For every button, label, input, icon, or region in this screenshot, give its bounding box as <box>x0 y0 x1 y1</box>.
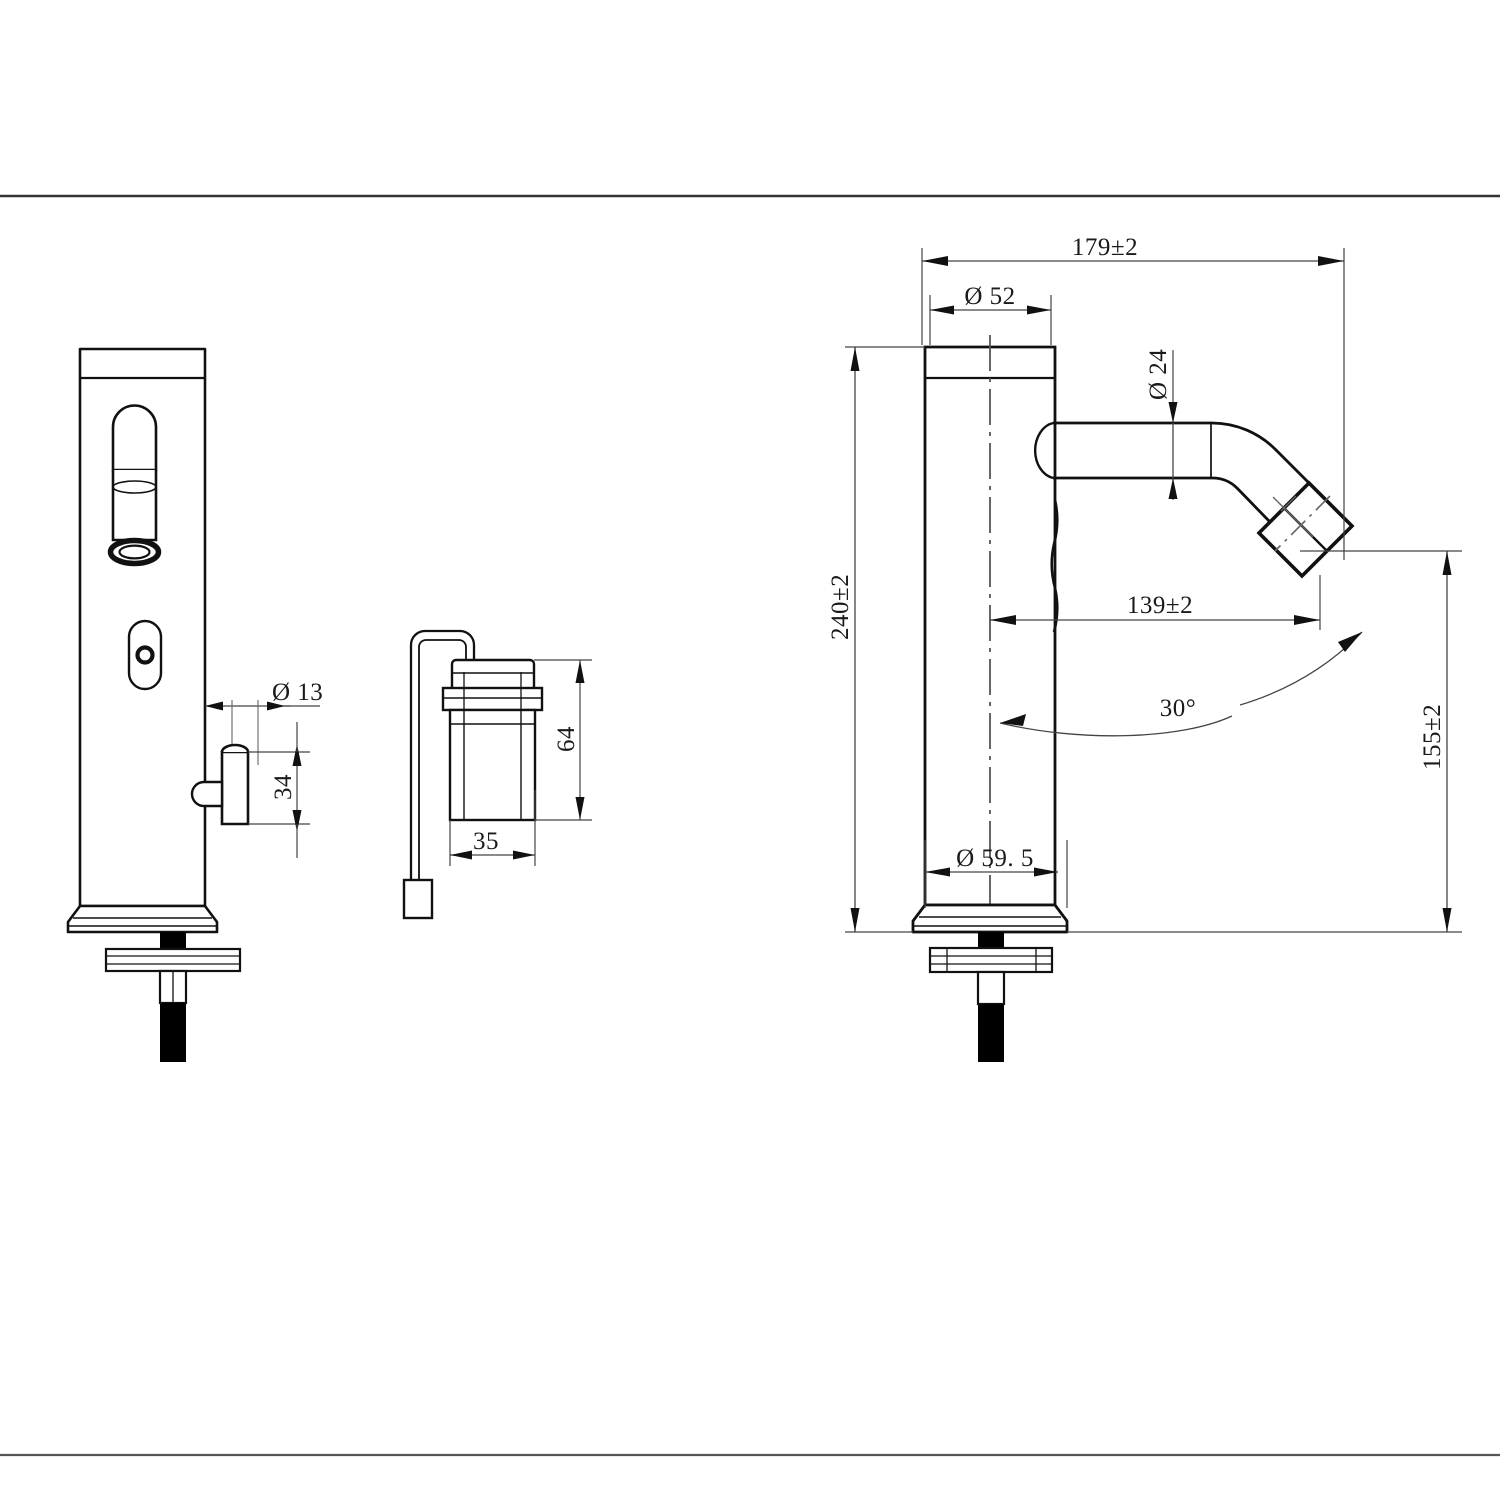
dim-label-155: 155±2 <box>1419 704 1446 770</box>
faucet-base-flare <box>66 904 219 934</box>
sensor-barrel <box>107 404 162 567</box>
dim-body-top-diameter: Ø 52 <box>929 283 1052 345</box>
right-view-faucet-side: 179±2 Ø 52 Ø 24 <box>827 234 1462 1062</box>
dim-label-139: 139±2 <box>1127 592 1193 619</box>
body-edge-waver <box>1050 499 1059 633</box>
dim-label-30deg: 30° <box>1160 695 1197 722</box>
dim-label-d52: Ø 52 <box>964 283 1015 310</box>
dim-label-d24: Ø 24 <box>1145 349 1172 400</box>
dim-label-179: 179±2 <box>1072 234 1138 261</box>
indicator-led <box>135 645 155 665</box>
cable-inner <box>418 639 467 898</box>
cable-connector <box>402 878 434 920</box>
dim-stop-valve-height: 34 <box>248 722 310 858</box>
dim-battery-box-width: 35 <box>449 790 536 866</box>
mounting-nut-right <box>976 970 1006 1006</box>
sensor-barrel-ring <box>112 480 157 494</box>
dim-overall-height: 240±2 <box>827 346 925 933</box>
dim-spout-diameter: Ø 24 <box>1145 349 1178 500</box>
dim-spout-outlet-height: 155±2 <box>1067 550 1462 933</box>
indicator-window <box>127 619 163 691</box>
mounting-hardware-right <box>928 932 1054 1062</box>
mounting-washer-right <box>928 946 1054 974</box>
spout-arm <box>1033 421 1310 523</box>
battery-box-shell <box>448 708 537 822</box>
stop-valve <box>190 743 250 826</box>
battery-box <box>441 658 544 822</box>
sheet-frame <box>0 194 1500 1457</box>
sensor-lens-inner <box>118 544 151 560</box>
dim-sensor-window-diameter: Ø 13 <box>205 679 323 765</box>
dim-label-d595: Ø 59. 5 <box>956 845 1034 872</box>
dim-spout-reach: 139±2 <box>990 575 1321 630</box>
dim-battery-box-height: 64 <box>534 659 592 821</box>
dim-label-d13: Ø 13 <box>272 679 323 706</box>
spout-root-cap <box>1033 421 1054 480</box>
dim-label-64: 64 <box>553 726 580 752</box>
dim-base-diameter: Ø 59. 5 <box>924 840 1068 908</box>
base-flare-right <box>911 903 1069 934</box>
dim-label-34: 34 <box>270 774 297 800</box>
threaded-rod-right <box>980 1004 1002 1044</box>
cable-outer <box>409 629 476 900</box>
spout-outlet-nozzle <box>1256 480 1355 579</box>
dim-overall-projection: 179±2 <box>921 234 1345 560</box>
dim-outlet-angle: 30° <box>999 631 1363 737</box>
mounting-washer <box>104 947 242 973</box>
middle-view-battery-box: 64 35 <box>402 629 592 920</box>
battery-box-collar <box>441 686 544 712</box>
left-view-faucet-front: Ø 13 34 <box>66 347 323 1062</box>
nozzle-centreline <box>1274 495 1331 552</box>
threaded-rod <box>162 1003 184 1039</box>
dim-label-240: 240±2 <box>827 574 854 640</box>
mounting-hardware <box>104 932 242 1062</box>
dim-label-35: 35 <box>473 828 499 855</box>
